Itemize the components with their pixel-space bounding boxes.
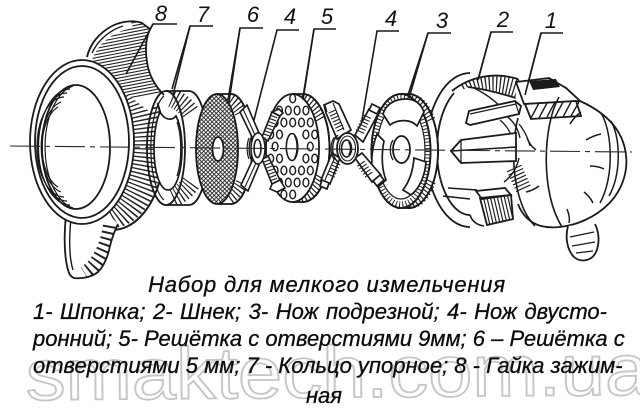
svg-text:3: 3	[436, 8, 449, 33]
svg-text:1: 1	[545, 8, 557, 33]
svg-text:4: 4	[284, 4, 296, 29]
svg-text:7: 7	[197, 2, 210, 27]
svg-text:2: 2	[496, 7, 509, 32]
svg-text:6: 6	[247, 2, 260, 27]
svg-text:4: 4	[385, 6, 397, 31]
svg-text:smaktech.com.ua: smaktech.com.ua	[25, 330, 640, 414]
svg-text:8: 8	[155, 1, 168, 26]
svg-text:5: 5	[321, 4, 334, 29]
